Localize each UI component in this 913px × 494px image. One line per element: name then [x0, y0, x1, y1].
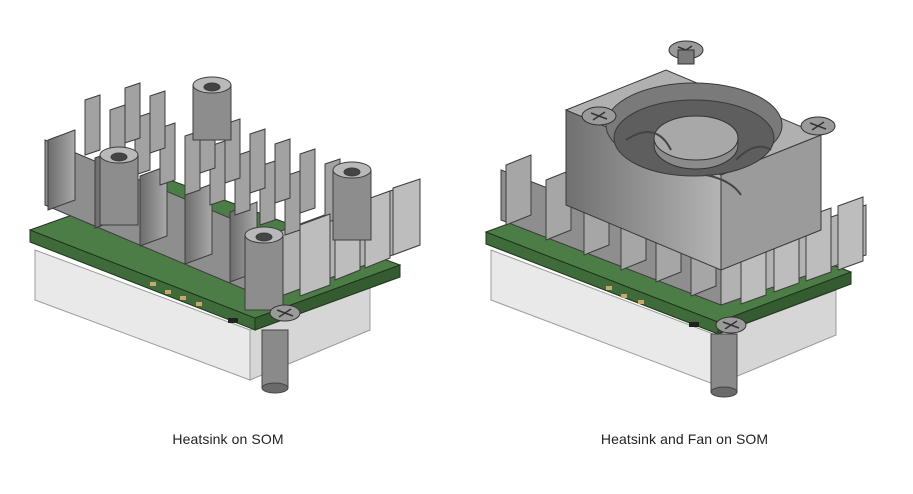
figure-heatsink-on-som: Heatsink on SOM	[0, 0, 456, 494]
figure-heatsink-fan-on-som: Heatsink and Fan on SOM	[456, 0, 913, 494]
caption-heatsink-on-som: Heatsink on SOM	[172, 431, 284, 447]
heatsink-on-som-render	[28, 76, 421, 394]
caption-heatsink-fan-on-som: Heatsink and Fan on SOM	[600, 431, 769, 447]
heatsink-fan-on-som-render	[484, 40, 867, 398]
